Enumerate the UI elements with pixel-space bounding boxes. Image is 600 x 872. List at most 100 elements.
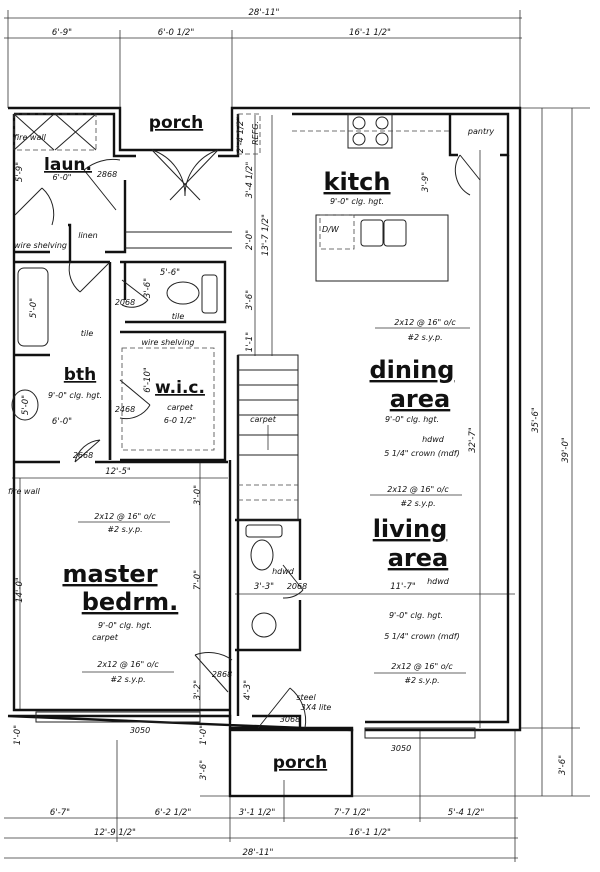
dim-toilet-room-w: 5'-6" [160, 268, 180, 278]
dim-master-3: 3'-0" [193, 485, 203, 505]
label-fire-wall-left: fire wall [8, 487, 41, 496]
svg-text:2x12 @ 16" o/c: 2x12 @ 16" o/c [394, 318, 456, 327]
wic-door[interactable] [119, 379, 151, 420]
dim-bottom-right: 16'-1 1/2" [349, 828, 391, 838]
tag-front-door: 3068 [280, 715, 300, 724]
laundry-closet-door[interactable] [14, 187, 55, 226]
dim-powder-w: 3'-3" [254, 582, 274, 592]
label-living-crown: 5 1/4" crown (mdf) [384, 632, 459, 641]
dim-wic-h: 6'-10" [143, 367, 153, 393]
dim-right-porch: 3'-6" [558, 755, 568, 775]
powder-toilet-tank [245, 524, 283, 538]
toilet-tank [201, 274, 218, 314]
label-dining-2: area [390, 385, 451, 413]
svg-text:#2 s.y.p.: #2 s.y.p. [110, 675, 145, 684]
master-window [35, 711, 201, 723]
label-tile-bath: tile [81, 329, 94, 338]
label-dishwasher: D/W [322, 225, 340, 234]
dim-top-3: 16'-1 1/2" [349, 28, 391, 38]
label-living-2: area [388, 544, 449, 572]
tag-master-door: 2868 [212, 670, 232, 679]
porch-double-door[interactable] [151, 149, 219, 201]
dim-right-total: 39'-0" [561, 437, 571, 463]
svg-text:2x12 @ 16" o/c: 2x12 @ 16" o/c [97, 660, 159, 669]
dim-master-w: 12'-5" [105, 467, 131, 477]
label-master-2: bedrm. [82, 588, 179, 616]
dim-bath-w: 6'-0" [52, 417, 72, 427]
dim-bottom-left: 12'-9 1/2" [94, 828, 136, 838]
label-master-clg: 9'-0" clg. hgt. [98, 621, 152, 630]
dim-laundry-h: 5'-9" [15, 162, 25, 182]
sink-left [360, 219, 384, 247]
dim-refg: 2'-4 1/2" [236, 117, 246, 154]
svg-text:2x12 @ 16" o/c: 2x12 @ 16" o/c [94, 512, 156, 521]
dim-stair-1: 3'-4 1/2" [245, 162, 255, 199]
label-laundry-w: 6'-0" [53, 173, 72, 182]
dim-top-total: 28'-11" [249, 8, 280, 18]
dim-toilet-room-h: 3'-6" [143, 278, 153, 298]
dim-porch-depth: 3'-6" [199, 760, 209, 780]
dimension-lines [4, 10, 590, 862]
linen-door[interactable] [68, 261, 111, 293]
powder-door[interactable] [282, 564, 304, 599]
label-porch-top: porch [149, 113, 203, 133]
joist-note-living-upper: 2x12 @ 16" o/c #2 s.y.p. [370, 485, 462, 508]
label-pantry: pantry [467, 127, 494, 136]
pantry-door[interactable] [454, 154, 481, 196]
dim-bottom-5: 5'-4 1/2" [448, 808, 485, 818]
living-window [364, 727, 476, 739]
tag-front-door-note-1: steel [296, 693, 316, 702]
tag-living-window: 3050 [391, 744, 411, 753]
joist-note-master-lower: 2x12 @ 16" o/c #2 s.y.p. [82, 660, 174, 684]
svg-text:2x12 @ 16" o/c: 2x12 @ 16" o/c [387, 485, 449, 494]
label-refg: REFG. [251, 121, 260, 145]
toilet-door[interactable] [121, 279, 149, 308]
label-powder-floor: hdwd [272, 567, 295, 576]
dimension-labels: 28'-11" 6'-9" 6'-0 1/2" 16'-1 1/2" 6'-7"… [13, 8, 571, 858]
dim-top-1: 6'-9" [52, 28, 72, 38]
label-wic: w.i.c. [155, 378, 205, 398]
master-door[interactable] [194, 652, 233, 693]
dim-living-w: 11'-7" [390, 582, 416, 592]
joist-note-living-lower: 2x12 @ 16" o/c #2 s.y.p. [374, 662, 466, 685]
dim-bottom-4: 7'-7 1/2" [334, 808, 371, 818]
dim-master-bottom-r: 1'-0" [199, 725, 209, 745]
tag-laundry-door: 2868 [97, 170, 117, 179]
dim-bottom-total: 28'-11" [243, 848, 274, 858]
dim-stair-total: 13'-7 1/2" [261, 214, 271, 256]
laundry-door[interactable] [83, 158, 121, 211]
label-wire-shelving: wire shelving [14, 241, 67, 250]
svg-text:#2 s.y.p.: #2 s.y.p. [404, 676, 439, 685]
label-fire-wall-top: fire wall [14, 133, 47, 142]
label-dining-crown: 5 1/4" crown (mdf) [384, 449, 459, 458]
label-dining-1: dining [370, 356, 455, 384]
label-laundry: laun. [44, 155, 92, 175]
kitchen-island [315, 214, 449, 282]
tag-toilet-door: 2068 [115, 298, 135, 307]
svg-text:#2 s.y.p.: #2 s.y.p. [407, 333, 442, 342]
tag-master-window: 3050 [130, 726, 150, 735]
joist-note-master-upper: 2x12 @ 16" o/c #2 s.y.p. [78, 512, 170, 534]
joist-note-kitchen: 2x12 @ 16" o/c #2 s.y.p. [375, 318, 470, 342]
bathtub [17, 267, 49, 347]
fixtures [11, 113, 476, 739]
toilet [166, 281, 200, 305]
refrigerator [237, 113, 261, 155]
svg-text:#2 s.y.p.: #2 s.y.p. [107, 525, 142, 534]
powder-sink [251, 612, 277, 638]
front-door[interactable] [257, 687, 307, 729]
label-linen: linen [78, 231, 98, 240]
label-dining-floor: hdwd [422, 435, 445, 444]
label-living-1: living [373, 515, 448, 543]
dim-master-door: 3'-2" [193, 680, 203, 700]
label-stair-carpet: carpet [250, 415, 277, 424]
label-bath-clg: 9'-0" clg. hgt. [48, 391, 102, 400]
label-wic-carpet: carpet [167, 403, 194, 412]
label-dining-clg: 9'-0" clg. hgt. [385, 415, 439, 424]
dim-stair-4: 1'-1" [245, 332, 255, 352]
dim-stair-3: 3'-6" [245, 290, 255, 310]
dim-kitchen-island: 3'-9" [421, 172, 431, 192]
dim-hall: 4'-3" [243, 680, 253, 700]
bath-door[interactable] [74, 439, 101, 463]
